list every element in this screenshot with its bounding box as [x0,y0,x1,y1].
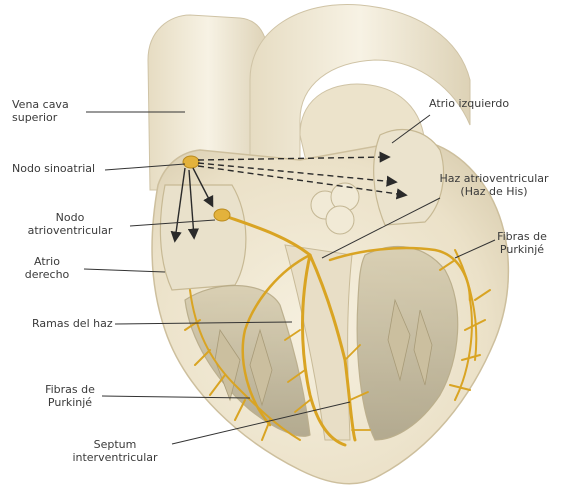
label-haz-atrioventricular: Haz atrioventricular (Haz de His) [425,172,563,198]
label-haz-av-line2: (Haz de His) [425,185,563,198]
label-atrio-derecho-line1: Atrio [12,255,82,268]
label-nodo-sinoatrial: Nodo sinoatrial [12,162,95,175]
label-ramas-del-haz: Ramas del haz [32,317,113,330]
label-fibras-purkinje-left: Fibras de Purkinjé [35,383,105,409]
label-vena-cava-superior: Vena cava superior [12,98,69,124]
label-septum-line2: interventricular [60,451,170,464]
label-nodo-av-line2: atrioventricular [10,224,130,237]
label-purkinje-left-line1: Fibras de [35,383,105,396]
sinoatrial-node [183,156,199,168]
label-nodo-av-line1: Nodo [10,211,130,224]
atrioventricular-node [214,209,230,221]
right-atrium-chamber [160,185,245,290]
label-haz-av-line1: Haz atrioventricular [425,172,563,185]
label-vena-cava-line1: Vena cava [12,98,69,111]
label-nodo-atrioventricular: Nodo atrioventricular [10,211,130,237]
label-purkinje-right-line1: Fibras de [487,230,557,243]
label-atrio-derecho: Atrio derecho [12,255,82,281]
label-vena-cava-line2: superior [12,111,69,124]
label-purkinje-right-line2: Purkinjé [487,243,557,256]
label-fibras-purkinje-right: Fibras de Purkinjé [487,230,557,256]
label-septum-interventricular: Septum interventricular [60,438,170,464]
label-purkinje-left-line2: Purkinjé [35,396,105,409]
label-septum-line1: Septum [60,438,170,451]
label-atrio-derecho-line2: derecho [12,268,82,281]
label-atrio-izquierdo: Atrio izquierdo [429,97,509,110]
